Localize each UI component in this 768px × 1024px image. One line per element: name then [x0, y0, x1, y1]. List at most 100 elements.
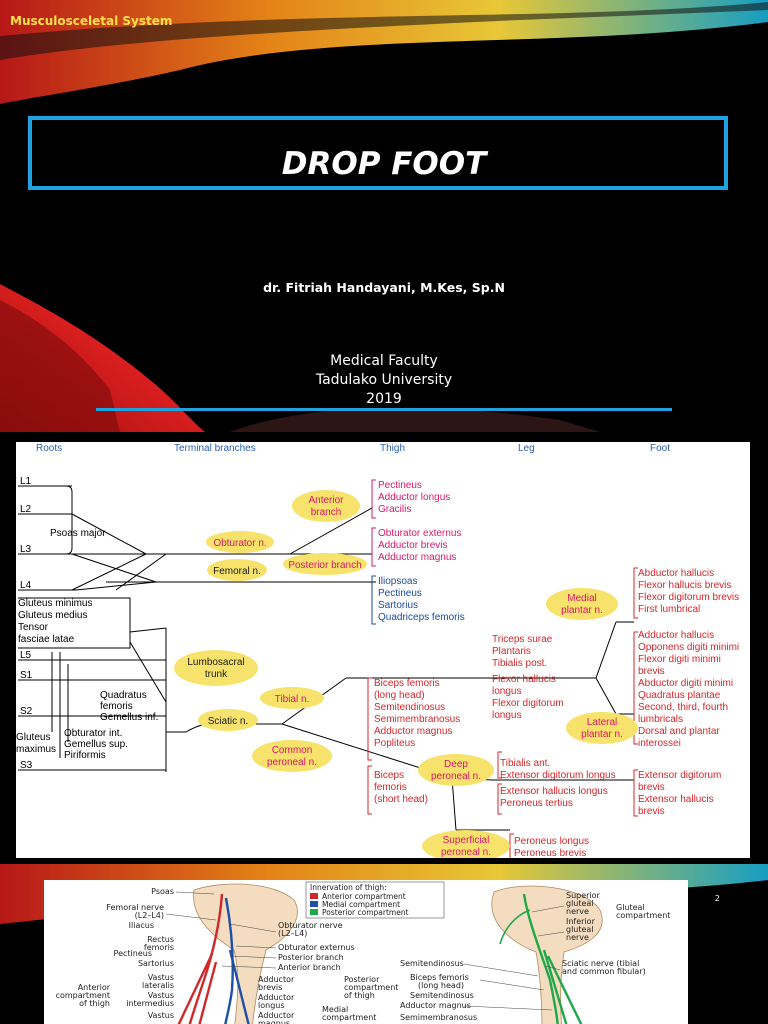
muscle-item: Obturator externus — [378, 528, 461, 539]
muscle-label: Psoas major — [50, 528, 106, 539]
muscle-item: Adductor hallucis — [638, 630, 714, 641]
muscle-item: Quadratus plantae — [638, 690, 721, 701]
leader-lines — [165, 891, 565, 1011]
muscle-item: Plantaris — [492, 646, 531, 657]
legend-swatch — [310, 901, 318, 907]
muscle-item: brevis — [638, 666, 665, 677]
muscle-item: lumbricals — [638, 714, 683, 725]
column-header: Foot — [650, 443, 670, 454]
muscle-label: Gemellus sup. — [64, 739, 128, 750]
anatomy-label: femoris — [144, 943, 174, 952]
muscle-item: Triceps surae — [492, 634, 553, 645]
thigh-innervation-figure: Innervation of thigh: Anterior compartme… — [44, 880, 688, 1024]
anatomy-label: Gluteal — [616, 903, 645, 912]
institution-line: 2019 — [366, 391, 402, 407]
nerve-label: Posterior branch — [288, 560, 361, 571]
muscle-item: Flexor digitorum brevis — [638, 592, 739, 603]
muscle-item: Dorsal and plantar — [638, 726, 720, 737]
muscle-item: Peroneus longus — [514, 836, 589, 847]
page-number: 2 — [714, 894, 720, 903]
nerve-label: Lateral — [587, 717, 618, 728]
muscle-item: (short head) — [374, 794, 428, 805]
muscle-item: Sartorius — [378, 600, 418, 611]
nerve-label: Superficial — [443, 835, 490, 846]
nerve-labels: Anterior branch Obturator n. Posterior b… — [187, 495, 622, 858]
root-connections — [18, 485, 634, 831]
anatomy-label: Adductor — [258, 1011, 295, 1020]
lumbosacral-plexus-diagram: Roots Terminal branches Thigh Leg Foot L… — [16, 443, 739, 862]
muscle-label: femoris — [100, 701, 133, 712]
anatomy-label: nerve — [566, 907, 589, 916]
divider — [96, 408, 672, 411]
muscle-item: Flexor digitorum — [492, 698, 564, 709]
anatomy-label: Semitendinosus — [400, 959, 464, 968]
nerve-label: Anterior — [308, 495, 344, 506]
nerve-label: Medial — [567, 593, 596, 604]
muscle-item: Flexor hallucis — [492, 674, 556, 685]
muscle-label: Obturator int. — [64, 728, 122, 739]
nerve-label: trunk — [205, 669, 228, 680]
column-header: Roots — [36, 443, 62, 454]
root-label: S2 — [20, 706, 33, 717]
muscle-label: Piriformis — [64, 750, 106, 761]
institution-line: Tadulako University — [315, 372, 453, 388]
nerve-diagram-slide: Roots Terminal branches Thigh Leg Foot L… — [0, 432, 768, 864]
nerve-label: plantar n. — [581, 729, 623, 740]
muscle-item: Pectineus — [378, 480, 422, 491]
nerve-label: branch — [311, 507, 342, 518]
nerve-label: peroneal n. — [431, 771, 481, 782]
anatomy-label: Biceps femoris — [410, 973, 469, 982]
muscle-item: longus — [492, 686, 521, 697]
anatomy-label: and common fibular) — [562, 967, 646, 976]
anatomy-label: Obturator externus — [278, 943, 355, 952]
muscle-item: Semitendinosus — [374, 702, 445, 713]
muscle-item: Popliteus — [374, 738, 415, 749]
nerve-label: Tibial n. — [275, 694, 310, 705]
anatomy-label: magnus — [258, 1019, 290, 1024]
compartment-label: compartment — [56, 991, 110, 1000]
nerve-label: peroneal n. — [441, 847, 491, 858]
muscle-label: maximus — [16, 744, 56, 755]
muscle-label: Gluteus — [16, 732, 50, 743]
compartment-label: compartment — [322, 1013, 376, 1022]
institution-block: Medical Faculty Tadulako University 2019 — [0, 352, 768, 409]
anatomy-label: brevis — [258, 983, 282, 992]
anatomy-label: Sciatic nerve (tibial — [562, 959, 639, 968]
anatomy-label: Vastus — [148, 1011, 174, 1020]
anatomy-label: longus — [258, 1001, 285, 1010]
muscle-lists: Pectineus Adductor longus Gracilis Obtur… — [374, 480, 739, 859]
compartment-label: Medial — [322, 1005, 348, 1014]
muscle-item: Flexor hallucis brevis — [638, 580, 731, 591]
nerve-label: Obturator n. — [213, 538, 266, 549]
anatomy-label: Vastus — [148, 991, 174, 1000]
legend-swatch — [310, 893, 318, 899]
slide-title: DROP FOOT — [281, 146, 487, 182]
muscle-label: Gluteus medius — [18, 610, 87, 621]
anatomy-slide: 2 Innervation of thigh: — [0, 864, 768, 1024]
legend-label: Posterior compartment — [322, 908, 409, 917]
muscle-item: Abductor hallucis — [638, 568, 714, 579]
muscle-item: Abductor digiti minimi — [638, 678, 733, 689]
thigh-anatomy-illustration: Innervation of thigh: Anterior compartme… — [56, 881, 670, 1024]
muscle-label: fasciae latae — [18, 634, 75, 645]
anatomy-label: (L2–L4) — [135, 911, 164, 920]
legend-box — [305, 881, 445, 919]
muscle-item: Extensor digitorum longus — [500, 770, 616, 781]
muscle-brackets — [367, 479, 638, 861]
anatomy-label: Femoral nerve — [106, 903, 164, 912]
nerve-ovals — [174, 490, 638, 862]
muscle-label: Gluteus minimus — [18, 598, 92, 609]
anatomy-label: Inferior — [566, 917, 596, 926]
muscle-item: Opponens digiti minimi — [638, 642, 739, 653]
root-label: L3 — [20, 544, 32, 555]
muscle-item: interossei — [638, 738, 681, 749]
muscle-item: Second, third, fourth — [638, 702, 728, 713]
compartment-label: Anterior — [78, 983, 111, 992]
anatomy-label: gluteal — [566, 899, 594, 908]
root-label: L4 — [20, 580, 32, 591]
muscle-item: longus — [492, 710, 521, 721]
muscle-item: Iliopsoas — [378, 576, 417, 587]
nerve-label: Common — [272, 745, 313, 756]
anatomy-label: Superior — [566, 891, 601, 900]
muscle-item: Peroneus tertius — [500, 798, 573, 809]
